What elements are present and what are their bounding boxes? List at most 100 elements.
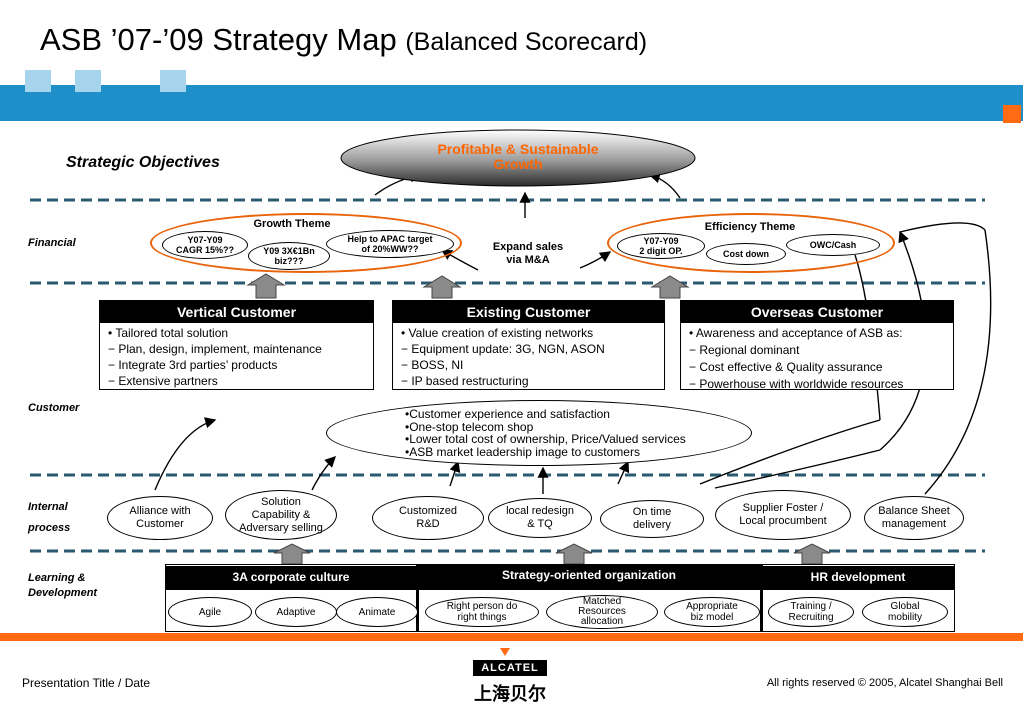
- banner-accent-square: [1003, 105, 1021, 123]
- learning-global-line-2: mobility: [888, 612, 922, 623]
- dashed-separators: [30, 198, 985, 553]
- strategic-objectives-heading: Strategic Objectives: [66, 154, 220, 171]
- learning-animate-node: Animate: [336, 597, 418, 627]
- list-item: • Value creation of existing networks: [401, 326, 594, 340]
- learning-animate-text: Animate: [358, 606, 396, 618]
- internal-alliance-line-2: Customer: [136, 518, 184, 530]
- internal-supplier-line-2: Local procumbent: [739, 515, 827, 527]
- lane-label-customer: Customer: [28, 402, 80, 414]
- internal-solution-line-2: Capability &: [251, 508, 311, 521]
- internal-supplier-node: Supplier Foster /Local procumbent: [715, 490, 851, 540]
- list-item: − Powerhouse with worldwide resources: [689, 377, 904, 391]
- internal-alliance-line-1: Alliance with: [129, 505, 191, 517]
- top-goal-line-1: Profitable & Sustainable: [437, 141, 599, 157]
- lane-label-internal: Internal process: [28, 497, 70, 539]
- efficiency-theme-label: Efficiency Theme: [704, 221, 796, 233]
- learning-org-header: Strategy-oriented organization: [417, 564, 761, 590]
- internal-ontime-line-1: On time: [632, 506, 672, 518]
- customer-box-overseas: Overseas Customer • Awareness and accept…: [680, 300, 954, 391]
- title-subtitle: (Balanced Scorecard): [405, 28, 648, 56]
- growth-apac-line-1: Help to APAC target: [347, 234, 433, 244]
- list-item: − Cost effective & Quality assurance: [689, 360, 883, 374]
- internal-ontime-line-2: delivery: [633, 519, 671, 531]
- customer-box-list: • Value creation of existing networks − …: [393, 323, 664, 391]
- growth-apac-line-2: of 20%WW??: [361, 244, 419, 254]
- top-goal-ellipse: [340, 129, 696, 187]
- customer-box-existing: Existing Customer • Value creation of ex…: [392, 300, 665, 390]
- learning-matched-line-3: allocation: [580, 616, 624, 627]
- brand-triangle-icon: [500, 648, 510, 656]
- list-item: − Equipment update: 3G, NGN, ASON: [401, 342, 605, 356]
- customer-value-ellipse: •Customer experience and satisfaction •O…: [326, 400, 752, 466]
- learning-training-line-2: Recruiting: [788, 612, 834, 623]
- list-item: •One-stop telecom shop: [405, 419, 534, 434]
- list-item: •ASB market leadership image to customer…: [405, 444, 640, 459]
- top-goal-line-2: Growth: [493, 156, 543, 172]
- internal-redesign-line-1: local redesign: [506, 505, 574, 517]
- learning-separator-1: [416, 564, 419, 632]
- footer-bar: [0, 633, 1023, 641]
- list-item: − Regional dominant: [689, 343, 800, 357]
- learning-approp-line-1: Appropriate: [686, 601, 738, 612]
- lane-label-financial: Financial: [28, 237, 76, 249]
- efficiency-cost-text: Cost down: [723, 249, 769, 259]
- learning-agile-node: Agile: [168, 597, 252, 627]
- block-arrows: [246, 273, 831, 565]
- learning-matched-line-2: Resources: [578, 606, 626, 617]
- learning-approp-line-2: biz model: [690, 612, 734, 623]
- learning-right-line-1: Right person do: [446, 601, 518, 612]
- footer-presentation-title: Presentation Title / Date: [22, 676, 151, 690]
- learning-hr-header: HR development: [761, 566, 955, 590]
- internal-balance-line-2: management: [881, 518, 947, 530]
- growth-biz-line-2: biz???: [274, 256, 304, 266]
- learning-training-node: Training /Recruiting: [768, 597, 854, 627]
- banner-square-3: [160, 70, 186, 92]
- title-main: ASB ’07-’09 Strategy Map: [40, 22, 397, 57]
- learning-matched-line-1: Matched: [582, 596, 622, 607]
- footer-copyright: All rights reserved © 2005, Alcatel Shan…: [766, 677, 1003, 689]
- efficiency-owc-text: OWC/Cash: [809, 240, 857, 250]
- growth-theme-label: Growth Theme: [253, 218, 331, 230]
- list-item: •Customer experience and satisfaction: [405, 407, 610, 421]
- customer-box-title: Existing Customer: [393, 301, 664, 323]
- internal-solution-line-3: Adversary selling: [239, 521, 323, 534]
- internal-supplier-line-1: Supplier Foster /: [742, 502, 824, 514]
- list-item: − BOSS, NI: [401, 358, 464, 372]
- internal-solution-line-1: Solution: [261, 495, 301, 508]
- customer-box-list: • Tailored total solution − Plan, design…: [100, 323, 373, 391]
- growth-cagr-line-2: CAGR 15%??: [175, 245, 234, 255]
- expand-sales-node: Expand sales via M&A: [478, 241, 578, 267]
- list-item: − IP based restructuring: [401, 374, 529, 388]
- learning-adaptive-text: Adaptive: [276, 606, 316, 618]
- expand-sales-line-1: Expand sales: [492, 241, 564, 253]
- learning-right-line-2: right things: [457, 612, 507, 623]
- customer-box-list: • Awareness and acceptance of ASB as: − …: [681, 323, 953, 395]
- internal-balance-line-1: Balance Sheet: [878, 505, 950, 517]
- list-item: • Tailored total solution: [108, 326, 229, 340]
- learning-separator-2: [760, 564, 763, 632]
- internal-rd-line-2: R&D: [416, 518, 440, 530]
- banner-square-1: [25, 70, 51, 92]
- lane-label-learning-2: Development: [28, 587, 98, 599]
- list-item: •Lower total cost of ownership, Price/Va…: [405, 432, 686, 446]
- list-item: − Integrate 3rd parties’ products: [108, 358, 278, 372]
- customer-box-title: Vertical Customer: [100, 301, 373, 323]
- brand-logo: ALCATEL: [473, 660, 547, 676]
- list-item: − Extensive partners: [108, 374, 218, 388]
- internal-rd-line-1: Customized: [398, 505, 458, 517]
- internal-redesign-line-2: & TQ: [527, 518, 553, 530]
- lane-label-learning-1: Learning &: [28, 572, 86, 584]
- efficiency-cost-node: Cost down: [706, 243, 786, 265]
- banner-square-2: [75, 70, 101, 92]
- learning-culture-header: 3A corporate culture: [165, 566, 417, 590]
